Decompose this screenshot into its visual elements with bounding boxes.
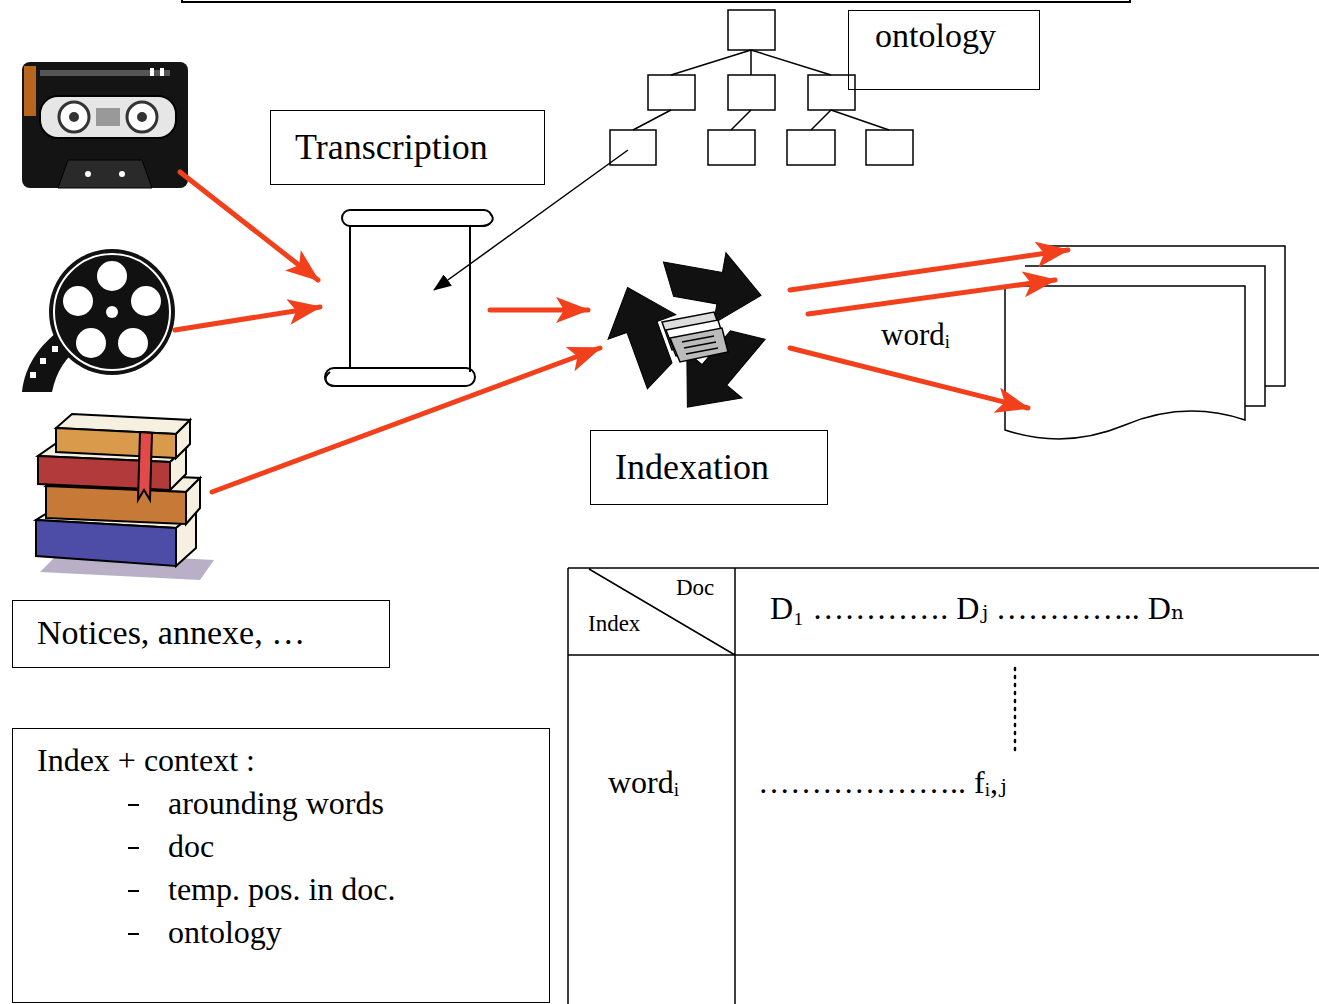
recycle-icon: [594, 242, 781, 430]
table-cell: D₁ …………. Dⱼ ………….. Dₙ: [770, 588, 1185, 628]
cassette-icon: [22, 62, 188, 188]
ontology-pointer: [434, 150, 628, 290]
table-cell: ……………….. fᵢ,ⱼ: [758, 762, 1006, 802]
books-icon: [36, 414, 214, 580]
table-row-header: wordᵢ: [608, 762, 679, 802]
process-box: Transcription: [270, 110, 545, 185]
ontology-label-box: ontology: [848, 10, 1040, 90]
node-text: Index + context :: [37, 739, 255, 782]
process-box: Indexation: [590, 430, 828, 505]
source-box: Notices, annexe, …: [12, 600, 390, 668]
scroll-icon: [325, 210, 493, 386]
list-item: temp. pos. in doc.: [37, 868, 396, 911]
list-item: ontology: [37, 911, 282, 954]
frame-edge: [182, 0, 1130, 2]
ontology-tree: [610, 10, 913, 165]
film-reel-icon: [22, 249, 175, 392]
context-box: Index + context :arounding wordsdoctemp.…: [12, 728, 550, 1003]
node-text: Notices, annexe, …: [37, 611, 305, 655]
table-header: Doc: [676, 574, 714, 603]
table-header: Index: [588, 610, 640, 639]
node-text: Transcription: [295, 125, 488, 169]
list-item: doc: [37, 825, 214, 868]
flow-arrows: [175, 172, 1068, 492]
node-text: ontology: [875, 15, 996, 57]
node-text: Indexation: [615, 445, 769, 489]
document-stack: [1005, 246, 1285, 439]
index-table: [568, 568, 1319, 1004]
list-item: arounding words: [37, 782, 384, 825]
arrow-label: wordᵢ: [878, 316, 953, 355]
